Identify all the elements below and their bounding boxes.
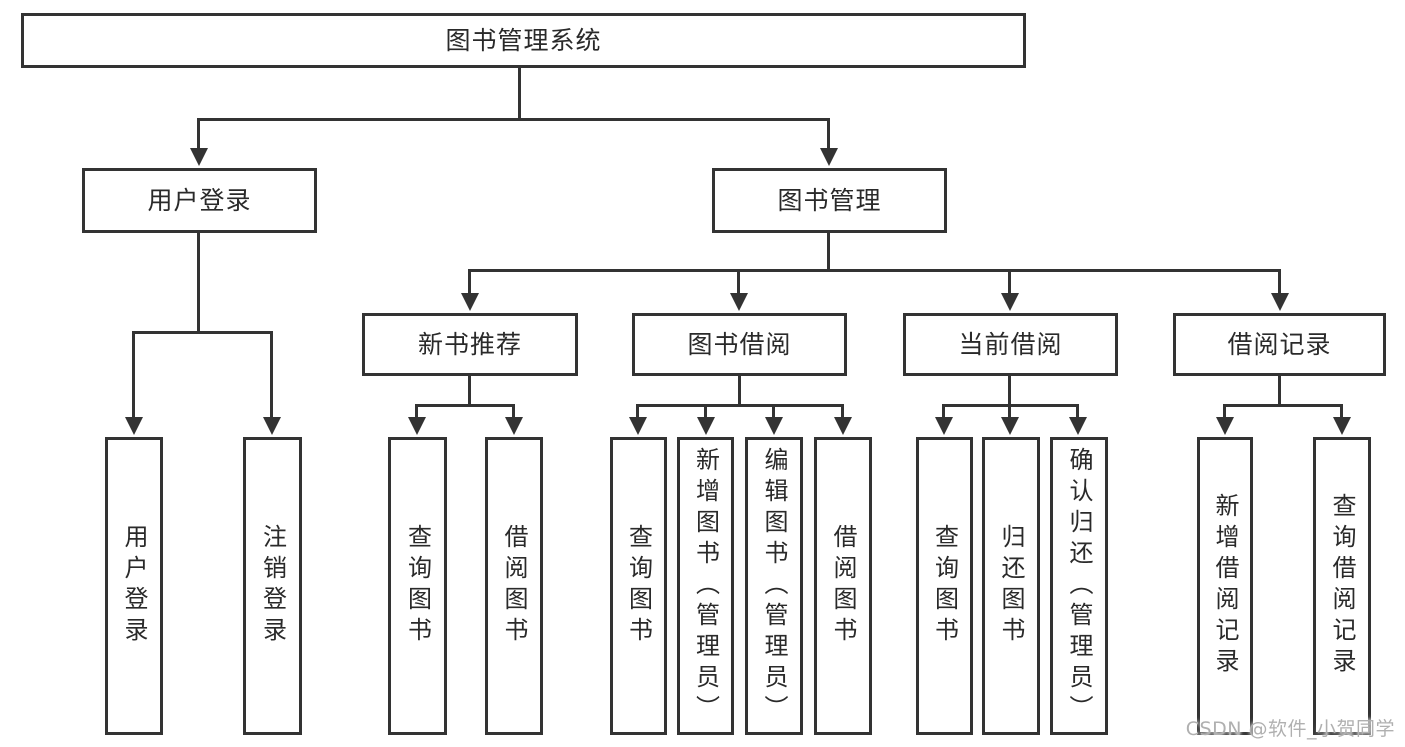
node-book-management-label: 图书管理	[777, 186, 882, 215]
node-user-login-label: 用户登录	[147, 186, 252, 215]
edge-arrow-to-leaf-user-login	[124, 331, 143, 435]
edge-arrow-cb-query	[934, 404, 953, 435]
edge-arrow-nbr-borrow	[504, 404, 523, 435]
leaf-bb-query-book-label: 查询图书	[624, 524, 653, 648]
edge-user-login-hline	[132, 331, 273, 334]
edge-arrow-br-query	[1332, 404, 1351, 435]
leaf-br-add-record: 新增借阅记录	[1197, 437, 1253, 735]
edge-arrow-to-borrow-records	[1270, 269, 1289, 311]
leaf-bb-query-book: 查询图书	[610, 437, 667, 735]
leaf-nbr-query-book: 查询图书	[388, 437, 447, 735]
edge-arrow-br-add	[1215, 404, 1234, 435]
leaf-bb-borrow-book-label: 借阅图书	[829, 524, 857, 648]
edge-arrow-bb-add	[696, 404, 715, 435]
node-borrow-records-label: 借阅记录	[1227, 330, 1332, 359]
node-library-system: 图书管理系统	[21, 13, 1026, 68]
leaf-user-login: 用户登录	[105, 437, 163, 735]
node-current-borrow: 当前借阅	[903, 313, 1118, 376]
edge-arrow-cb-confirm	[1068, 404, 1087, 435]
leaf-cb-return-book: 归还图书	[982, 437, 1040, 735]
leaf-cb-query-book: 查询图书	[916, 437, 973, 735]
leaf-cb-query-book-label: 查询图书	[930, 524, 959, 648]
edge-arrow-nbr-query	[407, 404, 426, 435]
node-current-borrow-label: 当前借阅	[958, 330, 1063, 359]
edge-arrow-to-book-management	[819, 118, 838, 166]
edge-new-book-recommend-vline	[468, 374, 471, 406]
edge-book-borrow-vline	[738, 374, 741, 406]
node-library-system-label: 图书管理系统	[445, 26, 602, 55]
leaf-bb-add-book-admin: 新增图书（管理员）	[677, 437, 734, 735]
node-book-management: 图书管理	[712, 168, 947, 233]
leaf-bb-add-book-admin-label: 新增图书（管理员）	[691, 446, 720, 726]
edge-book-management-hline	[468, 269, 1281, 272]
edge-root-vline	[518, 66, 521, 120]
leaf-bb-borrow-book: 借阅图书	[814, 437, 872, 735]
edge-book-borrow-hline	[636, 404, 844, 407]
leaf-br-query-record-label: 查询借阅记录	[1328, 493, 1356, 679]
leaf-bb-edit-book-admin-label: 编辑图书（管理员）	[760, 446, 788, 726]
leaf-cb-confirm-return-admin: 确认归还（管理员）	[1050, 437, 1108, 735]
node-new-book-recommend: 新书推荐	[362, 313, 578, 376]
leaf-cb-return-book-label: 归还图书	[997, 524, 1025, 648]
edge-root-hline	[197, 118, 830, 121]
edge-book-management-vline	[827, 230, 830, 271]
leaf-br-add-record-label: 新增借阅记录	[1211, 493, 1239, 679]
leaf-nbr-query-book-label: 查询图书	[403, 524, 432, 648]
node-book-borrow-label: 图书借阅	[687, 330, 792, 359]
edge-arrow-to-current-borrow	[1000, 269, 1019, 311]
edge-arrow-bb-query	[628, 404, 647, 435]
edge-arrow-to-book-borrow	[729, 269, 748, 311]
leaf-br-query-record: 查询借阅记录	[1313, 437, 1371, 735]
leaf-logout: 注销登录	[243, 437, 302, 735]
leaf-nbr-borrow-book: 借阅图书	[485, 437, 543, 735]
leaf-nbr-borrow-book-label: 借阅图书	[500, 524, 528, 648]
edge-arrow-to-user-login	[189, 118, 208, 166]
edge-current-borrow-vline	[1008, 374, 1011, 406]
edge-arrow-bb-edit	[764, 404, 783, 435]
node-borrow-records: 借阅记录	[1173, 313, 1386, 376]
watermark: CSDN @软件_小贺同学	[1185, 718, 1395, 740]
leaf-bb-edit-book-admin: 编辑图书（管理员）	[745, 437, 803, 735]
leaf-user-login-label: 用户登录	[120, 524, 148, 648]
edge-borrow-records-hline	[1223, 404, 1343, 407]
edge-new-book-recommend-hline	[415, 404, 515, 407]
edge-user-login-vline	[197, 230, 200, 333]
edge-arrow-to-new-book-recommend	[460, 269, 479, 311]
leaf-logout-label: 注销登录	[258, 524, 287, 648]
edge-arrow-to-leaf-logout	[262, 331, 281, 435]
node-new-book-recommend-label: 新书推荐	[417, 330, 522, 359]
leaf-cb-confirm-return-admin-label: 确认归还（管理员）	[1065, 446, 1093, 726]
node-user-login: 用户登录	[82, 168, 317, 233]
edge-borrow-records-vline	[1278, 374, 1281, 406]
edge-arrow-cb-return	[1000, 404, 1019, 435]
edge-arrow-bb-borrow	[833, 404, 852, 435]
node-book-borrow: 图书借阅	[632, 313, 847, 376]
